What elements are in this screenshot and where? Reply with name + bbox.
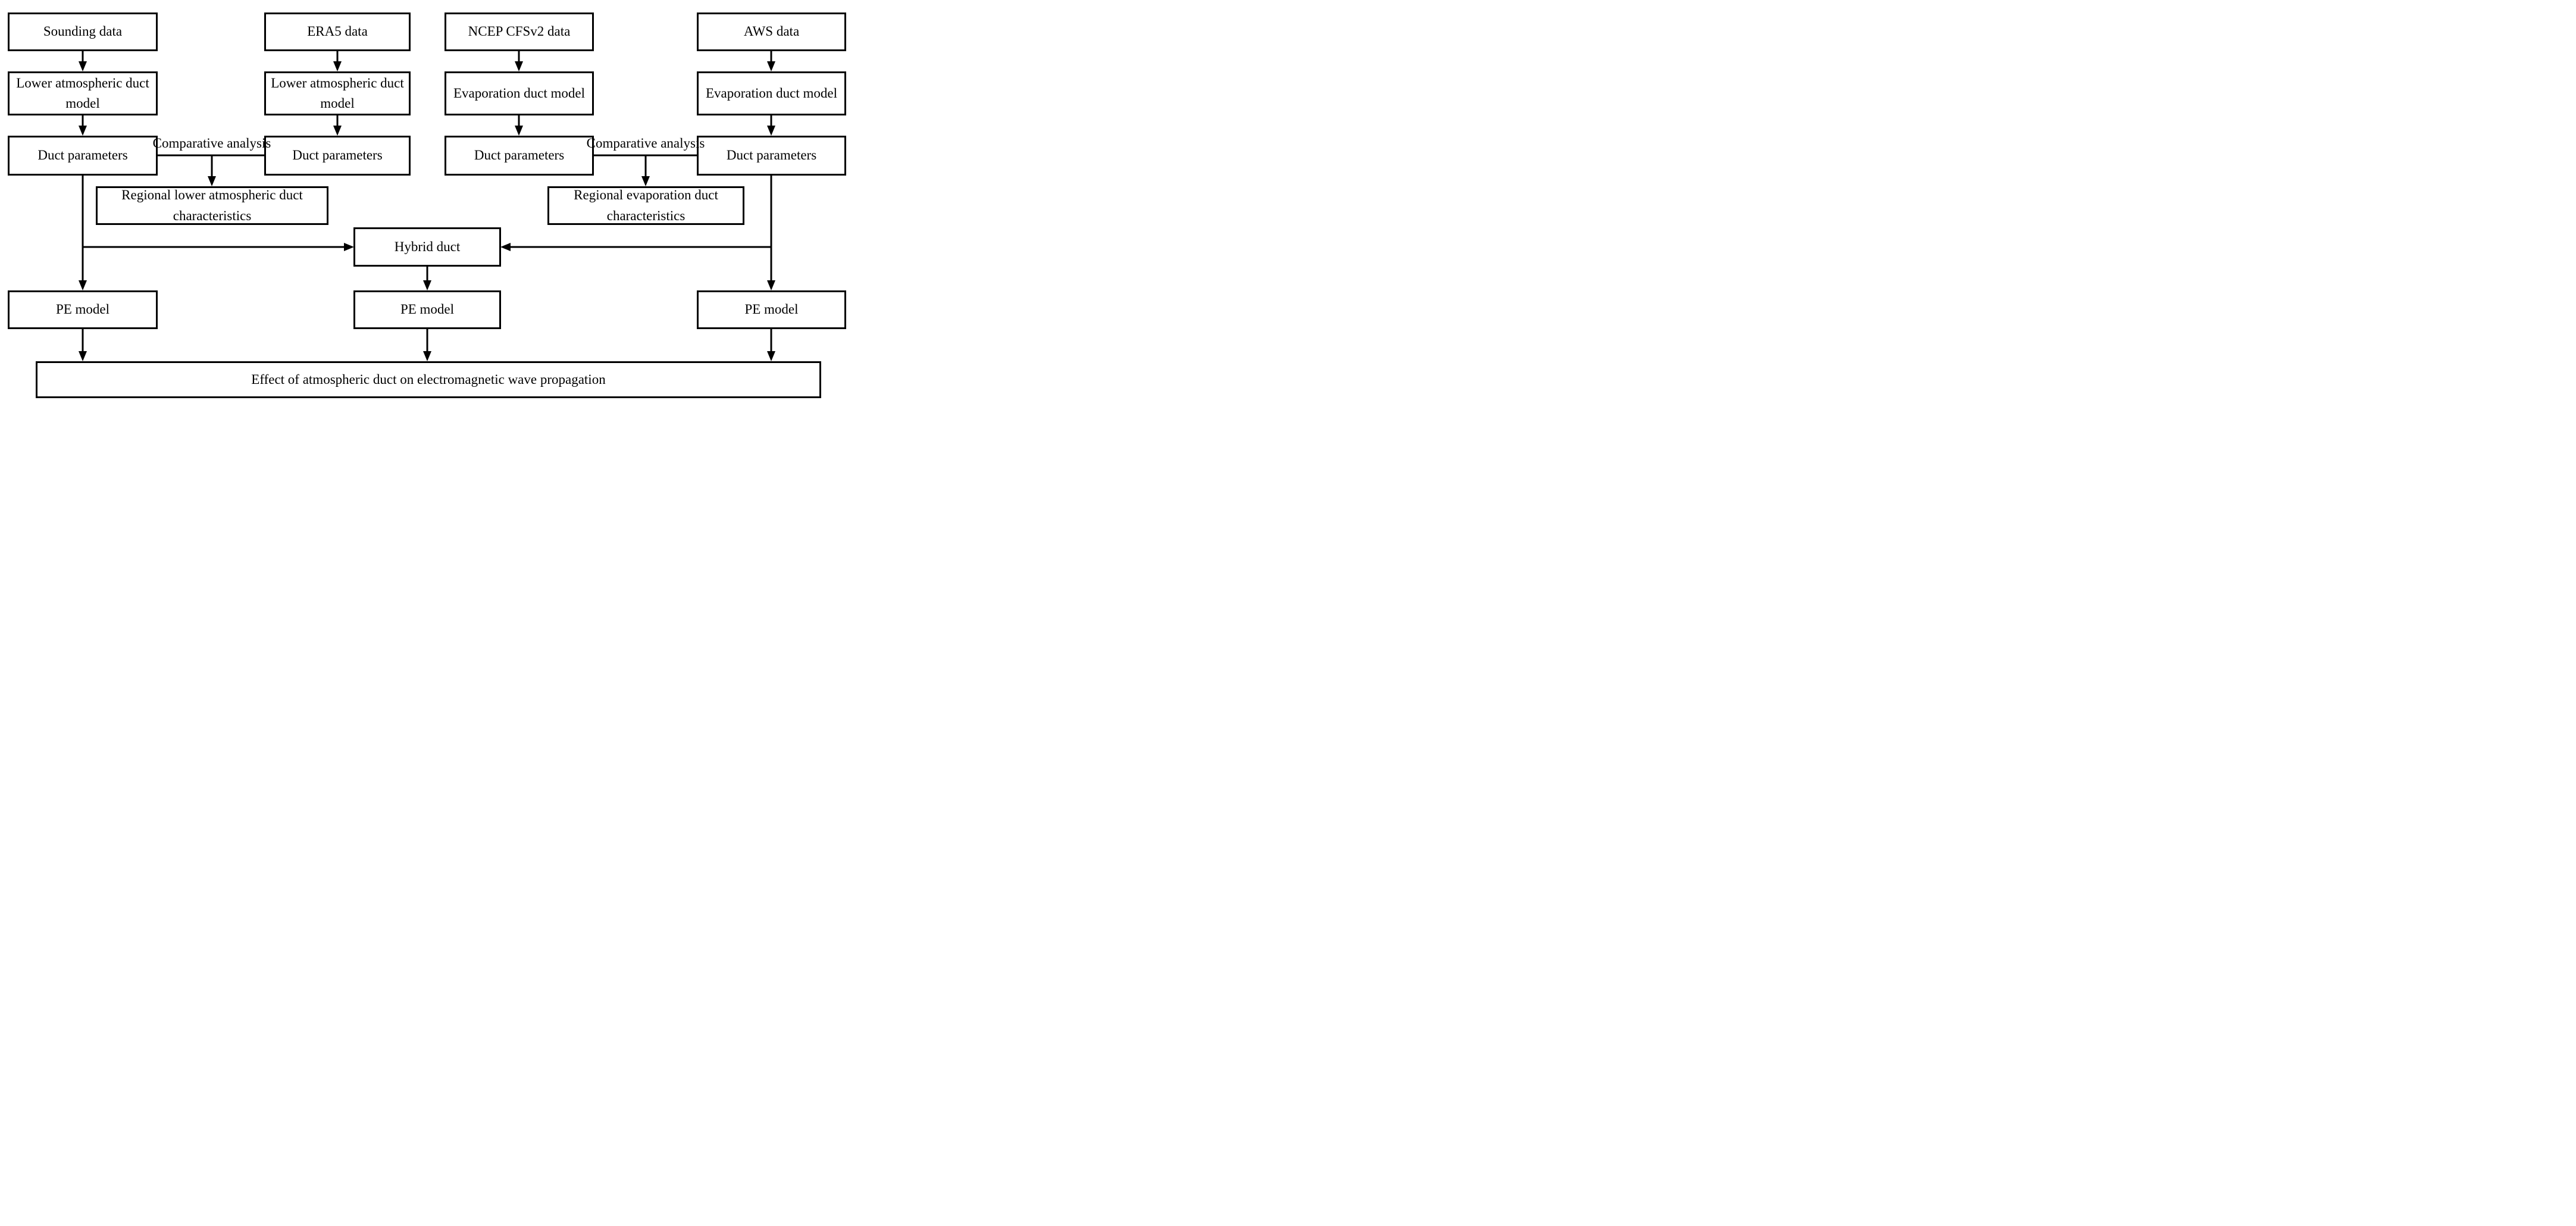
- node-sounding-data: Sounding data: [8, 12, 158, 51]
- arrow-duct-parameters-1-to-hybrid-duct: [83, 243, 354, 251]
- connector-layer: [79, 51, 775, 361]
- arrow-lower-duct-model-to-duct-parameters-2: [333, 115, 342, 136]
- line-duct-parameters-1-to-pe-left: [79, 176, 87, 290]
- node-duct-parameters-2: Duct parameters: [264, 136, 411, 176]
- node-evaporation-duct-model-right: Evaporation duct model: [697, 71, 846, 115]
- node-aws-data: AWS data: [697, 12, 846, 51]
- node-ncep-cfsv2-data: NCEP CFSv2 data: [445, 12, 594, 51]
- node-lower-atmospheric-duct-model-left: Lower atmospheric duct model: [8, 71, 158, 115]
- node-duct-parameters-1: Duct parameters: [8, 136, 158, 176]
- node-hybrid-duct: Hybrid duct: [353, 227, 501, 267]
- node-pe-model-center: PE model: [353, 290, 501, 329]
- flowchart-canvas: Sounding data ERA5 data NCEP CFSv2 data …: [0, 0, 859, 409]
- label-comparative-analysis-left: Comparative analysis: [152, 135, 271, 151]
- node-regional-lower-atmospheric-duct-characteristics: Regional lower atmospheric duct characte…: [96, 186, 328, 225]
- node-duct-parameters-4: Duct parameters: [697, 136, 846, 176]
- arrow-pe-center-to-effect: [423, 329, 431, 361]
- arrow-evaporation-duct-model-to-duct-parameters-3: [515, 115, 523, 136]
- node-duct-parameters-3: Duct parameters: [445, 136, 594, 176]
- arrow-hybrid-duct-to-pe-center: [423, 267, 431, 290]
- arrow-duct-parameters-4-to-hybrid-duct: [500, 243, 771, 251]
- line-duct-parameters-4-to-pe-right: [767, 176, 775, 290]
- node-era5-data: ERA5 data: [264, 12, 411, 51]
- comparative-link-right: [594, 154, 697, 186]
- node-pe-model-right: PE model: [697, 290, 846, 329]
- node-evaporation-duct-model-left: Evaporation duct model: [445, 71, 594, 115]
- node-regional-evaporation-duct-characteristics: Regional evaporation duct characteristic…: [547, 186, 744, 225]
- arrow-pe-right-to-effect: [767, 329, 775, 361]
- node-pe-model-left: PE model: [8, 290, 158, 329]
- label-comparative-analysis-right: Comparative analysis: [586, 135, 705, 151]
- node-lower-atmospheric-duct-model-right: Lower atmospheric duct model: [264, 71, 411, 115]
- comparative-link-left: [158, 154, 264, 186]
- arrow-evaporation-duct-model-to-duct-parameters-4: [767, 115, 775, 136]
- arrow-pe-left-to-effect: [79, 329, 87, 361]
- node-effect-of-atmospheric-duct: Effect of atmospheric duct on electromag…: [36, 361, 821, 398]
- arrow-era5-to-lower-duct-model: [333, 51, 342, 71]
- arrow-sounding-to-lower-duct-model: [79, 51, 87, 71]
- arrow-aws-to-evaporation-duct-model: [767, 51, 775, 71]
- arrow-lower-duct-model-to-duct-parameters-1: [79, 115, 87, 136]
- arrow-ncep-to-evaporation-duct-model: [515, 51, 523, 71]
